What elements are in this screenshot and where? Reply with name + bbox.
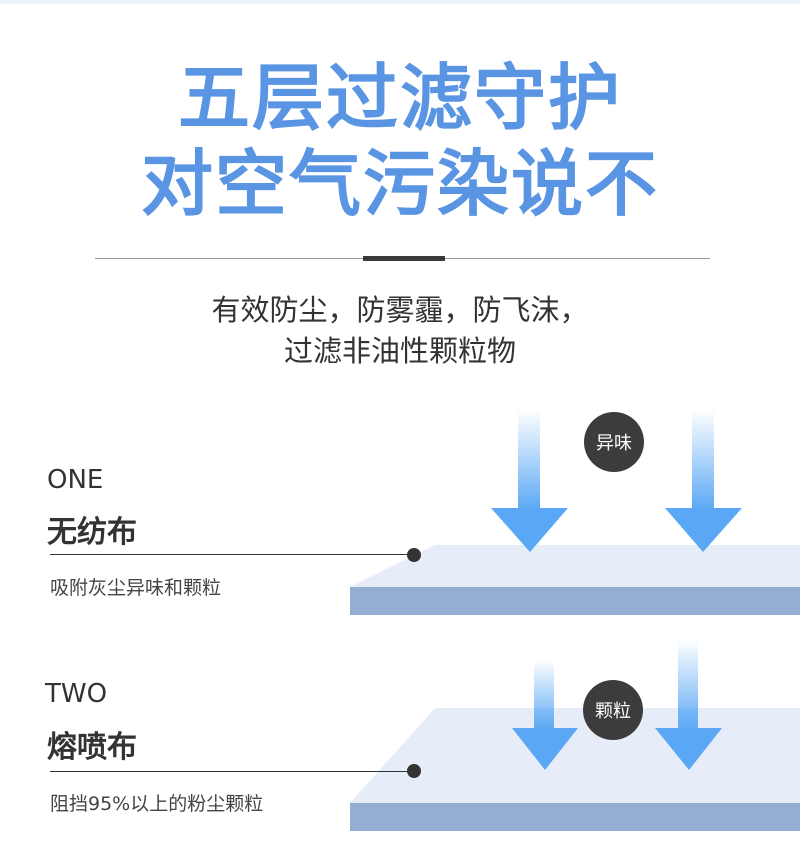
layer-one-index: ONE: [47, 465, 104, 495]
layer-one-name: 无纺布: [47, 515, 137, 550]
subtitle-line-1: 有效防尘，防雾霾，防飞沫，: [211, 293, 589, 327]
arrow-icon: [512, 660, 578, 770]
divider-accent: [363, 256, 445, 261]
top-bar: [0, 0, 800, 4]
layer-two-dot: [407, 764, 421, 778]
headline-line-1: 五层过滤守护: [177, 56, 622, 140]
layer-two-name: 熔喷布: [47, 730, 137, 765]
layer-one-sheet: [350, 545, 800, 615]
layer-one-dot: [407, 548, 421, 562]
headline-line-2: 对空气污染说不: [140, 142, 659, 226]
layer-two-index: TWO: [45, 679, 108, 709]
layer-two-description: 阻挡95%以上的粉尘颗粒: [50, 793, 264, 815]
layer-one-leader-line: [50, 554, 412, 555]
subtitle-line-2: 过滤非油性颗粒物: [283, 334, 516, 368]
layer-one-description: 吸附灰尘异味和颗粒: [50, 577, 222, 599]
layer-two-leader-line: [50, 771, 412, 772]
badge-odor: 异味: [584, 412, 644, 472]
arrow-icon: [491, 410, 568, 552]
arrow-icon: [665, 410, 742, 552]
arrow-icon: [655, 640, 722, 770]
badge-particle: 颗粒: [583, 680, 643, 740]
